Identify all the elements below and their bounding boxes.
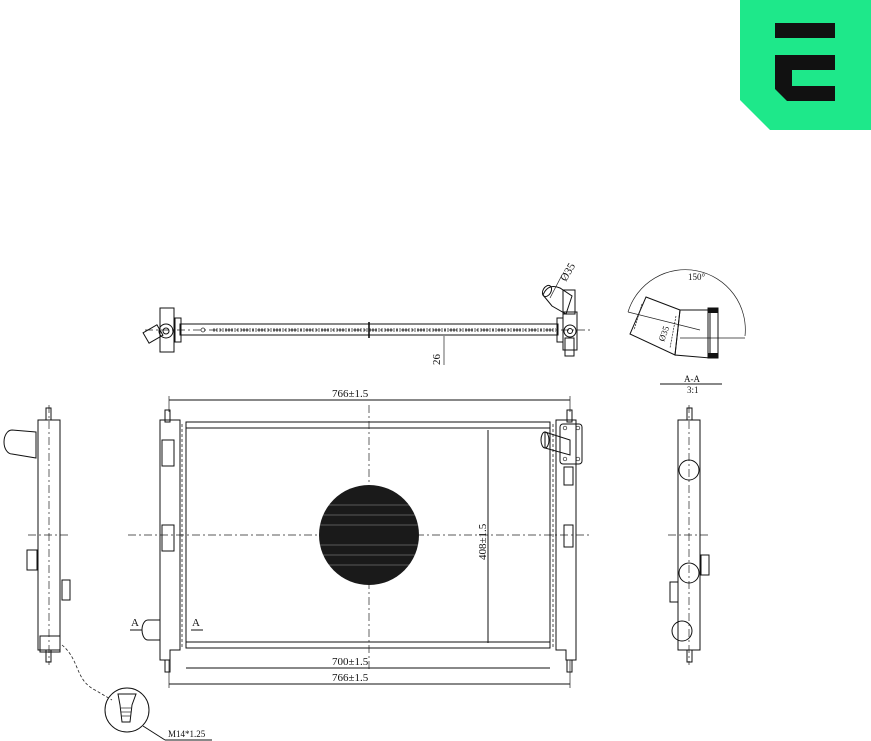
logo-e-top-bar [775,23,835,38]
section-marker-left: A [131,617,139,629]
section-diameter-label: Ø35 [656,324,671,342]
width-bottom-dimension: 766±1.5 [332,672,369,684]
section-angle-label: 150° [688,272,706,282]
inlet-diameter-label: Ø35 [558,261,578,284]
left-side-view [3,405,113,701]
drain-plug-detail: M14*1.25 [104,687,212,741]
section-scale: 3:1 [687,385,699,395]
core-width-dimension: 700±1.5 [332,656,369,668]
brand-logo [740,0,871,130]
fan-mesh-circle [319,485,419,585]
width-top-dimension: 766±1.5 [332,388,369,400]
top-view: Ø35 26 [142,261,590,366]
logo-e-body [775,55,835,101]
section-a-a-view: 150° Ø35 A-A 3:1 [627,269,746,395]
thickness-dimension: 26 [431,354,443,366]
thread-spec-label: M14*1.25 [168,729,206,739]
height-dimension: 408±1.5 [477,523,489,560]
front-view: 766±1.5 A A [128,388,590,688]
right-side-view [668,405,710,665]
section-label: A-A [684,374,700,384]
section-marker-right: A [192,617,200,629]
